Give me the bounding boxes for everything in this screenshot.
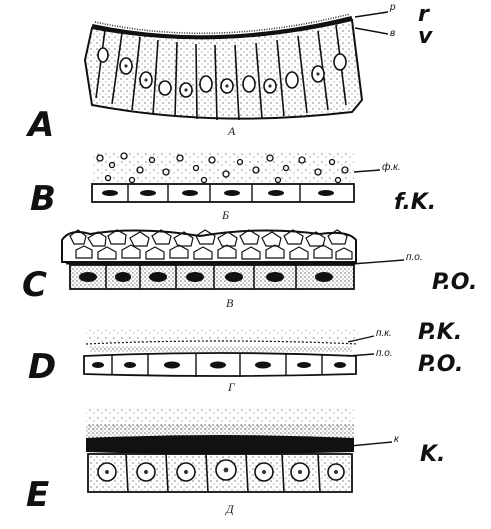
- panel-c-drawing: [62, 230, 404, 289]
- panel-letter-e: E: [26, 478, 49, 512]
- panel-letter-a: A: [28, 108, 54, 142]
- panel-e-drawing: [86, 408, 392, 492]
- panel-a-drawing: [85, 12, 388, 120]
- label-b-small: ф.к.: [382, 162, 401, 173]
- label-a-r-small: р: [390, 2, 396, 13]
- panel-letter-c: C: [22, 268, 47, 302]
- panel-caption-d: Г: [228, 380, 235, 395]
- label-c-small: п.о.: [406, 252, 423, 263]
- label-a-v-small: в: [390, 28, 395, 39]
- label-e-hand: K.: [420, 442, 445, 467]
- label-b-hand: f.K.: [394, 190, 436, 215]
- panel-caption-b: Б: [222, 208, 229, 223]
- label-d-po-small: п.о.: [376, 348, 393, 359]
- panel-letter-d: D: [28, 350, 56, 384]
- label-c-hand: P.O.: [432, 270, 477, 295]
- panel-d-drawing: [84, 330, 374, 377]
- label-a-v-hand: v: [418, 24, 432, 49]
- panel-letter-b: B: [30, 182, 56, 216]
- label-e-small: к: [394, 434, 399, 445]
- label-d-po-hand: P.O.: [418, 352, 463, 377]
- label-d-pk-hand: P.K.: [418, 320, 462, 345]
- label-d-pk-small: п.к.: [376, 328, 392, 339]
- panel-b-drawing: [92, 150, 380, 202]
- panel-caption-c: В: [226, 296, 233, 311]
- panel-caption-e: Д: [226, 502, 234, 517]
- panel-caption-a: А: [228, 124, 235, 139]
